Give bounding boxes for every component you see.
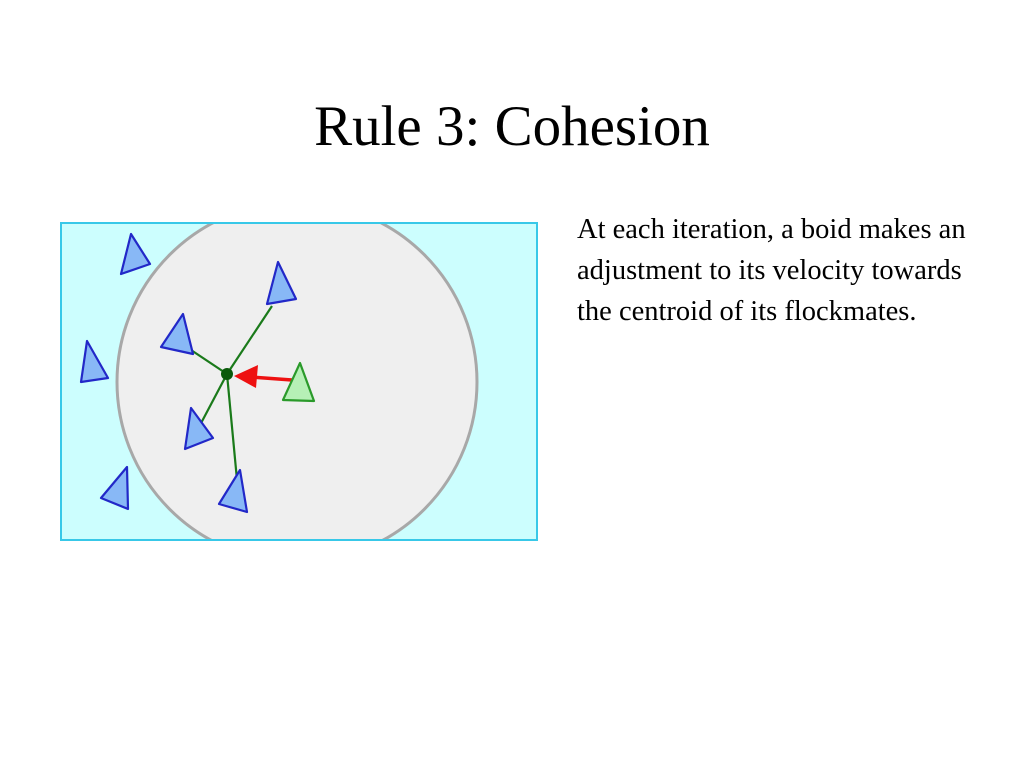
flockmate-boid-icon [183,406,215,451]
link-to-boid-bottom [225,373,239,481]
flockmate-boid-icon [119,232,152,276]
flockmate-boid-icon [79,339,110,384]
cohesion-diagram [60,222,538,541]
flockmate-boid-icon [99,465,130,511]
link-to-boid-left [187,347,228,375]
steer-arrow-icon [234,365,293,388]
body-text: At each iteration, a boid makes an adjus… [577,214,966,327]
diagram-border [60,222,538,541]
slide-title: Rule 3: Cohesion [314,95,710,158]
flockmate-boid-icon [265,260,298,306]
centroid-links [187,305,273,481]
cohesion-diagram-svg [60,222,538,541]
flockmate-boid-icon [159,312,195,356]
flockmate-boid-icon [217,468,249,514]
focal-boid-icon [281,361,316,403]
centroid-dot-icon [221,368,233,380]
link-to-boid-top [226,305,273,375]
link-to-boid-lower-left [198,373,228,428]
flockmate-boids [79,232,298,514]
